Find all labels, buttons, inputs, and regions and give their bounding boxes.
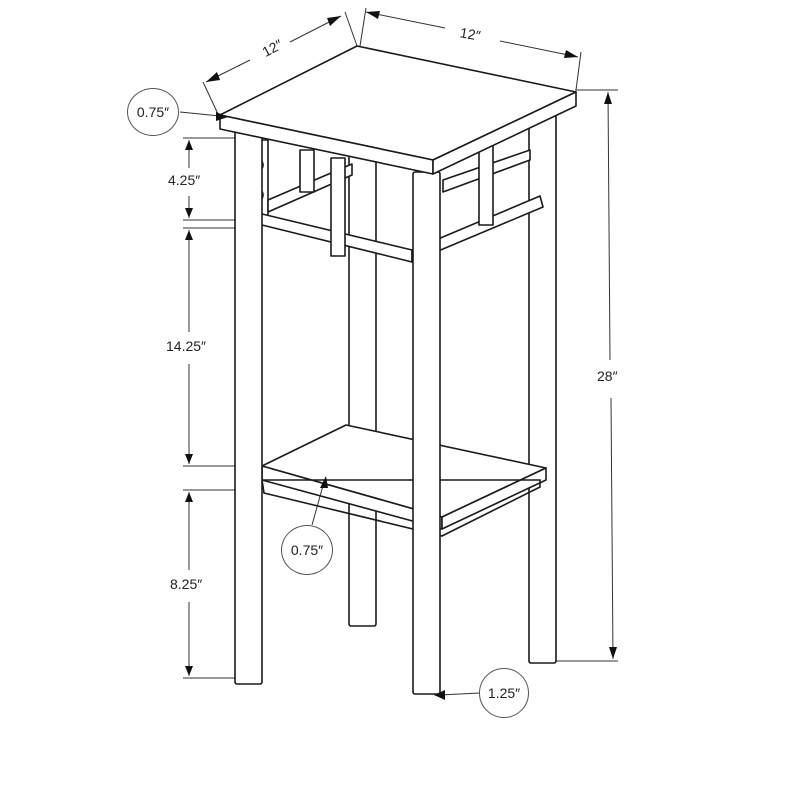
callout-top-thickness: 0.75″ (127, 88, 179, 136)
label-floor-to-shelf: 8.25″ (170, 576, 203, 592)
leader-shelf-thickness (311, 481, 325, 526)
dim-top-depth (202, 11, 358, 115)
frame-rails (257, 139, 544, 263)
label-apron-height: 4.25″ (168, 172, 201, 188)
label-top-thickness: 0.75″ (136, 104, 170, 120)
lower-shelf (261, 424, 547, 537)
leader-top-thickness (179, 111, 221, 117)
callout-shelf-thickness: 0.75″ (281, 525, 333, 575)
front-legs (234, 127, 441, 695)
dim-total-height (555, 89, 618, 662)
callout-leg-diameter: 1.25″ (479, 668, 529, 718)
tabletop (219, 45, 577, 175)
label-shelf-thickness: 0.75″ (290, 542, 324, 558)
leader-leg-diameter (439, 692, 481, 696)
label-middle-gap: 14.25″ (166, 338, 206, 354)
dim-top-width (359, 7, 582, 91)
label-leg-diameter: 1.25″ (487, 685, 521, 701)
label-top-width: 12″ (458, 24, 482, 44)
label-total-height: 28″ (597, 368, 618, 384)
